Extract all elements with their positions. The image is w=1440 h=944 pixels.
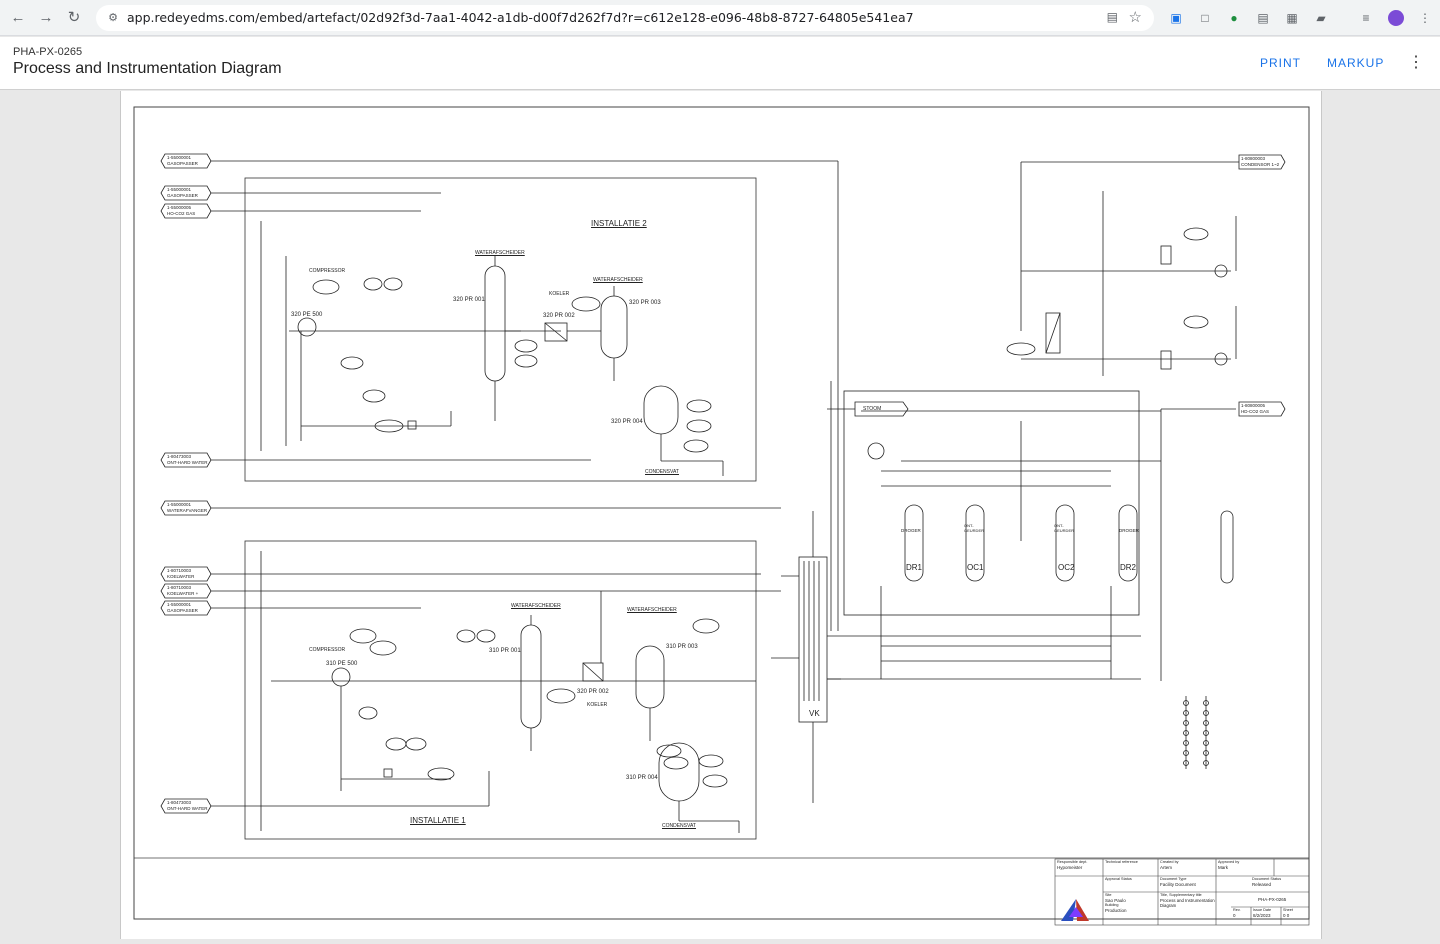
dr1-label: DROGER: [901, 528, 921, 533]
tb-doc-no: PHA-PX-0265: [1258, 897, 1287, 902]
back-icon[interactable]: ←: [10, 9, 26, 26]
i1-pr001: 310 PR 001: [489, 648, 521, 654]
i2-waterafscheider-a: WATERAFSCHEIDER: [475, 250, 525, 256]
profile-avatar-icon[interactable]: [1386, 8, 1406, 28]
bookmark-star-icon[interactable]: ☆: [1128, 9, 1142, 26]
i2-waterafscheider-b: WATERAFSCHEIDER: [593, 277, 643, 283]
more-options-icon[interactable]: ⋮: [1408, 54, 1424, 71]
translate-icon[interactable]: ▤: [1106, 10, 1118, 24]
stoom-label: STOOM: [863, 406, 882, 412]
page-title: Process and Instrumentation Diagram: [13, 60, 282, 77]
i1-waterafscheider-b: WATERAFSCHEIDER: [627, 607, 677, 613]
i2-pr002: 320 PR 002: [543, 313, 575, 319]
url-text[interactable]: app.redeyedms.com/embed/artefact/02d92f3…: [127, 10, 914, 25]
screen-capture-icon[interactable]: □: [1201, 11, 1209, 25]
i1-compressor-label: COMPRESSOR: [309, 647, 346, 653]
oc1-tag: OC1: [967, 563, 984, 572]
crop-icon[interactable]: ▦: [1286, 11, 1298, 25]
vk-tag: VK: [809, 709, 820, 718]
address-bar[interactable]: ⚙ app.redeyedms.com/embed/artefact/02d92…: [96, 5, 1154, 31]
extension-n-icon[interactable]: ▣: [1170, 11, 1182, 25]
cast-icon[interactable]: ▤: [1257, 11, 1269, 25]
i2-koeler: KOELER: [549, 291, 570, 297]
installatie-1-label: INSTALLATIE 1: [410, 816, 466, 825]
i1-waterafscheider-a: WATERAFSCHEIDER: [511, 603, 561, 609]
grammar-extension-icon[interactable]: ●: [1230, 11, 1238, 25]
i1-pe-label: 310 PE 500: [326, 661, 358, 667]
i1-condensvat: CONDENSVAT: [662, 823, 696, 829]
browser-menu-icon[interactable]: ⋮: [1419, 11, 1431, 25]
tb-resp-dept: Responsible dept.Hypomeister: [1057, 860, 1088, 870]
tb-tech-ref: Technical reference: [1105, 860, 1138, 864]
i1-pr002: 320 PR 002: [577, 689, 609, 695]
dr2-label: DROGER: [1119, 528, 1139, 533]
company-logo: [1061, 899, 1089, 921]
reload-icon[interactable]: ↻: [67, 9, 81, 26]
i1-pr004: 310 PR 004: [626, 775, 658, 781]
tb-approval-status: Approval Status: [1105, 877, 1132, 881]
site-info-icon[interactable]: ⚙: [108, 12, 118, 24]
extensions-puzzle-icon[interactable]: ▰: [1316, 11, 1326, 25]
tb-rev: Rev.0: [1233, 908, 1241, 918]
title-block: [1054, 858, 1310, 926]
left-reference-tags: [160, 153, 212, 814]
print-button[interactable]: PRINT: [1260, 56, 1301, 70]
reading-list-icon[interactable]: ≡: [1362, 11, 1370, 25]
i2-pr004: 320 PR 004: [611, 419, 643, 425]
forward-icon[interactable]: →: [38, 9, 54, 26]
i2-pr003: 320 PR 003: [629, 300, 661, 306]
dr1-tag: DR1: [906, 563, 923, 572]
app-header: PHA-PX-0265 Process and Instrumentation …: [0, 37, 1440, 90]
i2-compressor-label: COMPRESSOR: [309, 268, 346, 274]
browser-toolbar: ← → ↻ ⚙ app.redeyedms.com/embed/artefact…: [0, 0, 1440, 36]
oc1-label: ONT-GEURDER: [964, 523, 985, 533]
dr2-tag: DR2: [1120, 563, 1137, 572]
i1-koeler: KOELER: [587, 702, 608, 708]
markup-button[interactable]: MARKUP: [1327, 56, 1385, 70]
i2-pr001: 320 PR 001: [453, 297, 485, 303]
instrument-tag-list: [1183, 696, 1209, 769]
oc2-label: ONT-GEURDER: [1054, 523, 1075, 533]
document-code: PHA-PX-0265: [13, 46, 83, 58]
i2-condensvat: CONDENSVAT: [645, 469, 679, 475]
i2-pe-label: 320 PE 500: [291, 312, 323, 318]
pid-drawing: [133, 106, 1310, 926]
oc2-tag: OC2: [1058, 563, 1075, 572]
i1-pr003: 310 PR 003: [666, 644, 698, 650]
installatie-2-label: INSTALLATIE 2: [591, 219, 647, 228]
